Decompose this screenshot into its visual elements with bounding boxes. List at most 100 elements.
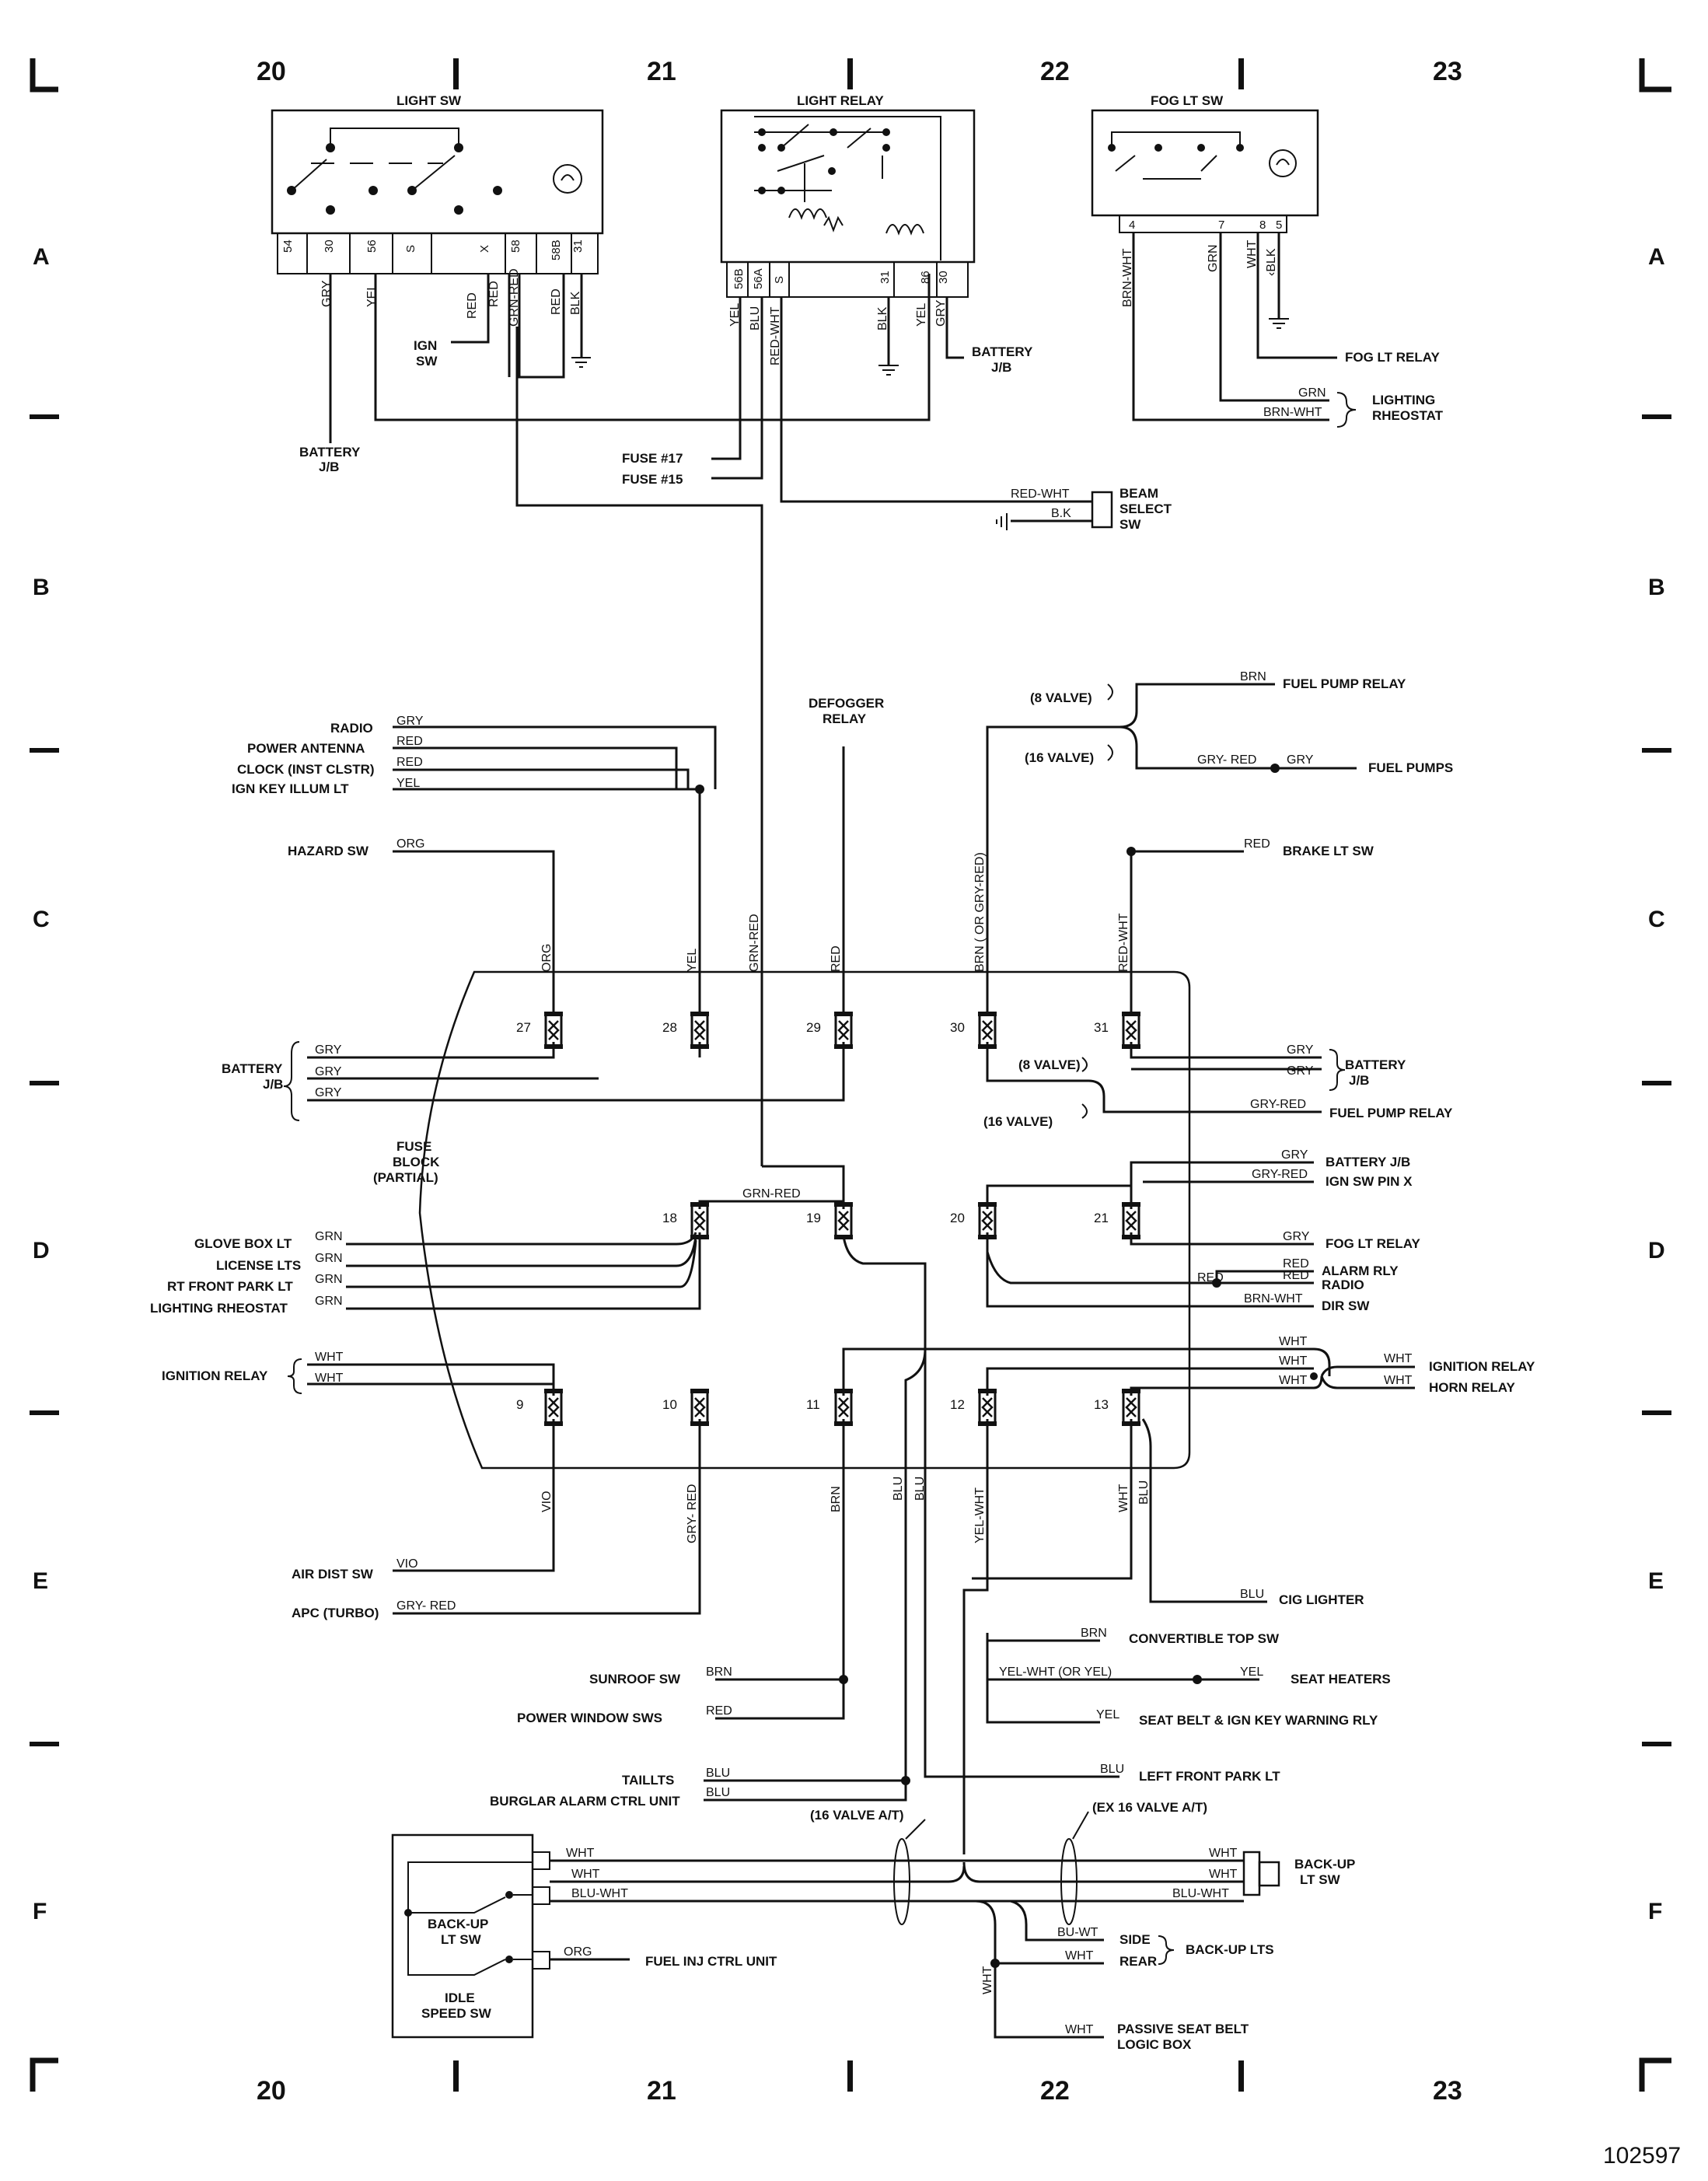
wire-label-blu-11b: BLU xyxy=(913,1477,927,1501)
sixteen-valve-label: (16 VALVE) xyxy=(1025,750,1094,765)
wire-label-yel-28: YEL xyxy=(686,949,699,972)
light-sw-lamp-icon xyxy=(553,164,582,194)
backup-lts-label: BACK-UP LTS xyxy=(1186,1942,1274,1957)
light-sw-title: LIGHT SW xyxy=(396,93,462,108)
fuel-inj-ctrl-unit-label: FUEL INJ CTRL UNIT xyxy=(645,1954,777,1969)
wire-label-yel-56: YEL xyxy=(365,284,379,307)
backup-lt-sw-connector xyxy=(1242,1851,1261,1896)
ign-sw-pin-x-label: IGN SW PIN X xyxy=(1326,1174,1413,1189)
fuse-element-icon xyxy=(837,1397,850,1417)
wire-label-red-brake: RED xyxy=(1244,837,1270,851)
wire-label-gry-fog-21: GRY xyxy=(1283,1230,1310,1243)
wire-label-wht-r1: WHT xyxy=(1279,1335,1308,1348)
fuse-element-icon xyxy=(693,1211,706,1231)
wire-label-red-wht-31: RED-WHT xyxy=(1117,913,1130,972)
wire-label-brn-convertible: BRN xyxy=(1081,1627,1107,1640)
wire-label-gry-bat-r2: GRY xyxy=(1287,1064,1314,1078)
wire-label-wht-rear: WHT xyxy=(1065,1949,1094,1963)
fuse-block-label-line1: FUSE xyxy=(396,1139,431,1154)
col-label-top-23: 23 xyxy=(1433,57,1462,86)
wire-label-wht-passive: WHT xyxy=(1065,2023,1094,2036)
ign-sw-label-line2: SW xyxy=(416,354,438,369)
row-label-right-c: C xyxy=(1648,907,1665,932)
wire-label-yel-seat: YEL xyxy=(1240,1665,1263,1679)
wire-label-org-idle: ORG xyxy=(564,1945,592,1959)
col-label-top-21: 21 xyxy=(647,57,676,86)
wire-label-yel-wht-or-yel: YEL-WHT (OR YEL) xyxy=(999,1665,1112,1679)
pin-31-relay: 31 xyxy=(878,271,892,284)
backup-lt-sw-body xyxy=(1258,1861,1280,1887)
wire-label-blk-31: BLK xyxy=(569,291,582,315)
wire-label-gry-30-relay: GRY xyxy=(934,299,948,327)
idle-speed-sw-label-line2: SPEED SW xyxy=(421,2006,492,2021)
wire-label-brn-30: BRN ( OR GRY-RED) xyxy=(973,852,987,972)
fuse-number-11: 11 xyxy=(806,1397,820,1412)
pin-30: 30 xyxy=(323,239,336,253)
pin-54: 54 xyxy=(281,239,295,253)
splice-ellipse-left xyxy=(893,1838,910,1925)
hazard-sw-label: HAZARD SW xyxy=(288,844,369,858)
beam-label-line3: SW xyxy=(1119,517,1141,532)
wire-label-brn-wht-rheostat: BRN-WHT xyxy=(1263,406,1322,419)
wire-label-red-clock: RED xyxy=(396,756,423,769)
wire-label-brn-fuel-relay: BRN xyxy=(1240,670,1266,683)
seat-heaters-label: SEAT HEATERS xyxy=(1291,1672,1391,1686)
defogger-label-line1: DEFOGGER xyxy=(809,696,884,711)
pin-86: 86 xyxy=(919,271,932,284)
row-label-right-f: F xyxy=(1648,1899,1662,1924)
grid-row-labels: A B C D E F A B C D E F xyxy=(33,244,1665,1924)
fuse-cap-top xyxy=(1122,1012,1140,1016)
wire-label-gry-bat-2: GRY xyxy=(315,1065,342,1078)
wire-label-gry-red-10: GRY- RED xyxy=(686,1484,699,1543)
wire-label-brn-sunroof: BRN xyxy=(706,1665,732,1679)
wire-label-red-antenna: RED xyxy=(396,735,423,748)
wire-label-blu-left-park: BLU xyxy=(1100,1763,1124,1776)
beam-label-line2: SELECT xyxy=(1119,502,1172,516)
col-label-bottom-22: 22 xyxy=(1040,2076,1070,2106)
wire-label-grn-license: GRN xyxy=(315,1252,343,1265)
cig-lighter-label: CIG LIGHTER xyxy=(1279,1592,1364,1607)
wire-label-gry-red-fuel: GRY- RED xyxy=(1197,753,1256,767)
license-lts-label: LICENSE LTS xyxy=(216,1258,301,1273)
wire-label-wht-ign-1: WHT xyxy=(315,1351,344,1364)
wire-label-blu-wht-backup: BLU-WHT xyxy=(571,1887,628,1900)
fog-lt-sw-lamp-icon xyxy=(1269,149,1297,177)
light-relay-title: LIGHT RELAY xyxy=(797,93,884,108)
row-label-right-d: D xyxy=(1648,1238,1665,1264)
wire-label-wht-fog: WHT xyxy=(1245,239,1259,268)
sixteen-valve-label-2: (16 VALVE) xyxy=(983,1114,1053,1129)
beam-label-line1: BEAM xyxy=(1119,486,1158,501)
wire-label-wht-vertical: WHT xyxy=(981,1966,994,1994)
fuse-element-icon xyxy=(547,1020,560,1040)
fuse-28-feeds: RADIO POWER ANTENNA CLOCK (INST CLSTR) I… xyxy=(232,715,761,1019)
pin-x: X xyxy=(478,245,491,253)
pin-56b: 56B xyxy=(732,268,746,289)
wire-label-gry-bat-3: GRY xyxy=(315,1086,342,1099)
fuel-pumps-label: FUEL PUMPS xyxy=(1368,760,1453,775)
fog-lt-sw-terminal-strip xyxy=(1119,215,1287,233)
wire-label-blu-13: BLU xyxy=(1137,1480,1151,1505)
defogger-feed: DEFOGGER RELAY RED xyxy=(809,696,884,1019)
light-relay-resistor-icon xyxy=(823,215,844,232)
wire-label-blu-11: BLU xyxy=(892,1477,905,1501)
fuse-number-12: 12 xyxy=(950,1397,965,1412)
fuse-number-13: 13 xyxy=(1094,1397,1109,1412)
wire-label-blk-beam: B.K xyxy=(1051,507,1071,520)
fuse-block-label-line2: BLOCK xyxy=(393,1155,440,1169)
wire-label-wht-r3: WHT xyxy=(1279,1374,1308,1387)
light-relay-contacts xyxy=(754,116,941,260)
wire-label-gry-bat-1: GRY xyxy=(315,1043,342,1057)
wire-label-bu-wt: BU-WT xyxy=(1057,1926,1098,1939)
alarm-rly-label: ALARM RLY xyxy=(1322,1264,1399,1278)
row-label-left-a: A xyxy=(33,244,50,270)
apc-turbo-label: APC (TURBO) xyxy=(292,1606,379,1620)
beam-select-switch: RED-WHT B.K BEAM SELECT SW xyxy=(996,486,1172,532)
fuse-11: 11 xyxy=(806,1389,853,1426)
backup-lt-sw-right-line1: BACK-UP xyxy=(1294,1857,1355,1872)
connector-pin-2 xyxy=(532,1886,550,1905)
fuse-number-31: 31 xyxy=(1094,1020,1109,1035)
connector-pin-1 xyxy=(532,1851,550,1870)
pin-s-relay: S xyxy=(773,276,786,284)
fuse-number-10: 10 xyxy=(662,1397,677,1412)
pin-7: 7 xyxy=(1218,218,1224,232)
